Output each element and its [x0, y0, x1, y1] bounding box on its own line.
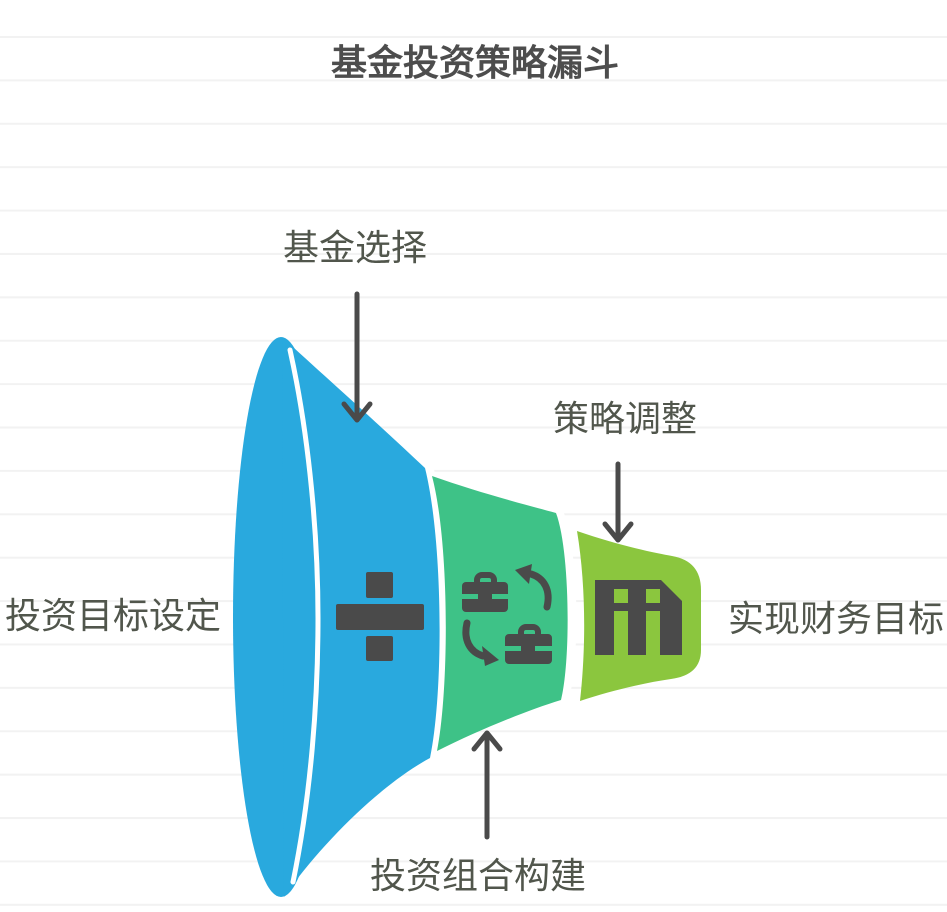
arrow-fund-selection [341, 291, 373, 423]
funnel-start-label: 投资目标设定 [5, 595, 222, 636]
divide-icon [336, 572, 424, 661]
page-title: 基金投资策略漏斗 [330, 42, 620, 83]
arrow-strategy-adjust [602, 461, 634, 543]
stage-label-strategy-adjust: 策略调整 [552, 398, 698, 439]
segment-divider-1 [422, 464, 449, 762]
stage-segment-portfolio [432, 476, 568, 751]
stage-label-fund-selection: 基金选择 [282, 227, 428, 268]
arrow-portfolio-build [471, 730, 503, 840]
briefcase-exchange-icon [462, 564, 552, 666]
funnel-mouth-highlight [287, 347, 321, 885]
segment-divider-2 [554, 509, 577, 704]
bank-building-icon [595, 580, 682, 655]
funnel-end-label: 实现财务目标 [728, 598, 945, 639]
stage-label-portfolio-build: 投资组合构建 [369, 855, 587, 896]
